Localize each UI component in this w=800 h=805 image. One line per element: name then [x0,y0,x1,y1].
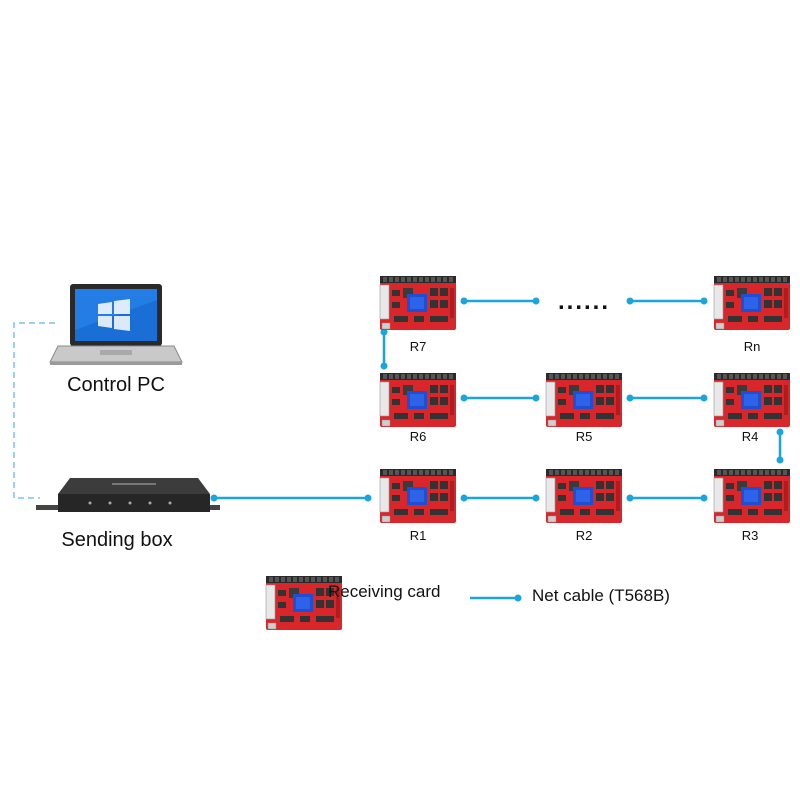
receiving-card-r7 [379,275,457,331]
legend-card-label: Receiving card [328,582,441,601]
receiving-card-r1 [379,468,457,524]
control-pc-laptop-icon [49,284,183,365]
card-label-r1: R1 [409,528,427,543]
card-label-r4: R4 [741,429,759,444]
receiving-card-r4 [713,372,791,428]
sending-box-label: Sending box [61,529,173,551]
sending-box-icon [36,478,220,512]
ellipsis-more-cards: ...... [557,288,610,315]
receiving-card-r2 [545,468,623,524]
receiving-card-rn [713,275,791,331]
card-label-r6: R6 [409,429,427,444]
receiving-card-r3 [713,468,791,524]
usb-dashed-link [13,322,55,499]
legend-cable-icon [470,594,522,602]
legend-cable-label: Net cable (T568B) [532,586,670,605]
card-label-r7: R7 [409,339,427,354]
card-label-r2: R2 [575,528,593,543]
card-label-r5: R5 [575,429,593,444]
receiving-card-r6 [379,372,457,428]
card-label-rn: Rn [743,339,761,354]
control-pc-label: Control PC [67,374,165,396]
card-label-r3: R3 [741,528,759,543]
net-cables [212,299,782,500]
cable-endpoints [210,297,784,502]
receiving-card-r5 [545,372,623,428]
